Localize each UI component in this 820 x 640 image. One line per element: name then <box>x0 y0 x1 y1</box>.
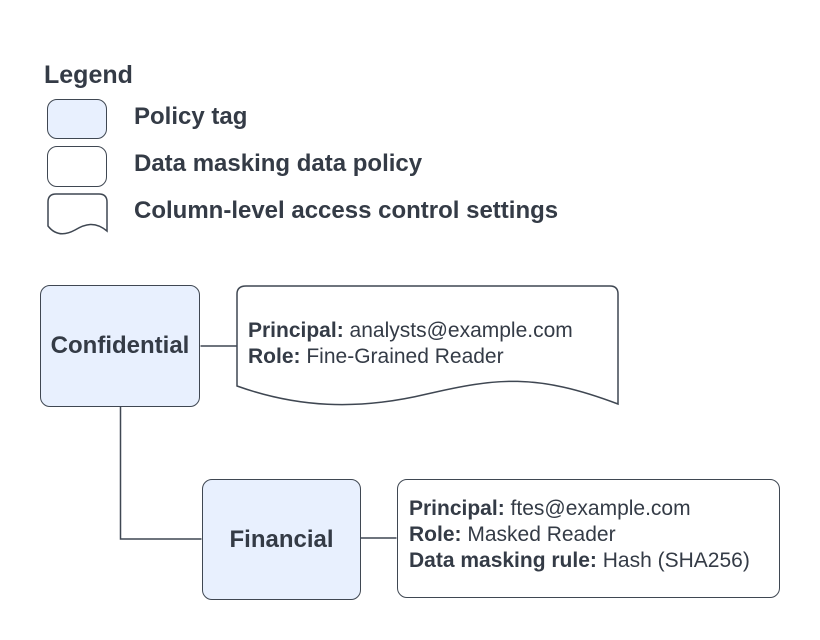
legend-item-data-policy: Data masking data policy <box>134 150 423 177</box>
role-line: Role: Masked Reader <box>409 523 616 546</box>
legend-title: Legend <box>44 61 133 89</box>
principal-line: Principal: ftes@example.com <box>409 497 691 520</box>
legend-policy-tag-swatch <box>47 99 107 139</box>
legend-item-policy-tag: Policy tag <box>134 103 248 130</box>
legend-document-swatch <box>47 193 108 235</box>
document-shape <box>236 285 619 406</box>
data-policy-financial: Principal: ftes@example.com Role: Masked… <box>397 479 780 598</box>
policy-tag-financial: Financial <box>202 479 361 600</box>
policy-tag-financial-label: Financial <box>229 525 334 553</box>
principal-line: Principal: analysts@example.com <box>248 319 573 342</box>
connector-confidential-to-financial <box>119 406 202 540</box>
policy-tag-confidential: Confidential <box>40 285 200 407</box>
access-settings-confidential-text: Principal: analysts@example.com Role: Fi… <box>248 318 573 370</box>
role-line: Role: Fine-Grained Reader <box>248 345 504 368</box>
legend-data-policy-swatch <box>47 146 107 187</box>
data-policy-financial-text: Principal: ftes@example.com Role: Masked… <box>409 496 750 574</box>
legend-item-column-access: Column-level access control settings <box>134 197 559 224</box>
access-settings-confidential: Principal: analysts@example.com Role: Fi… <box>236 285 620 409</box>
policy-tag-confidential-label: Confidential <box>50 332 190 359</box>
masking-rule-line: Data masking rule: Hash (SHA256) <box>409 549 750 572</box>
